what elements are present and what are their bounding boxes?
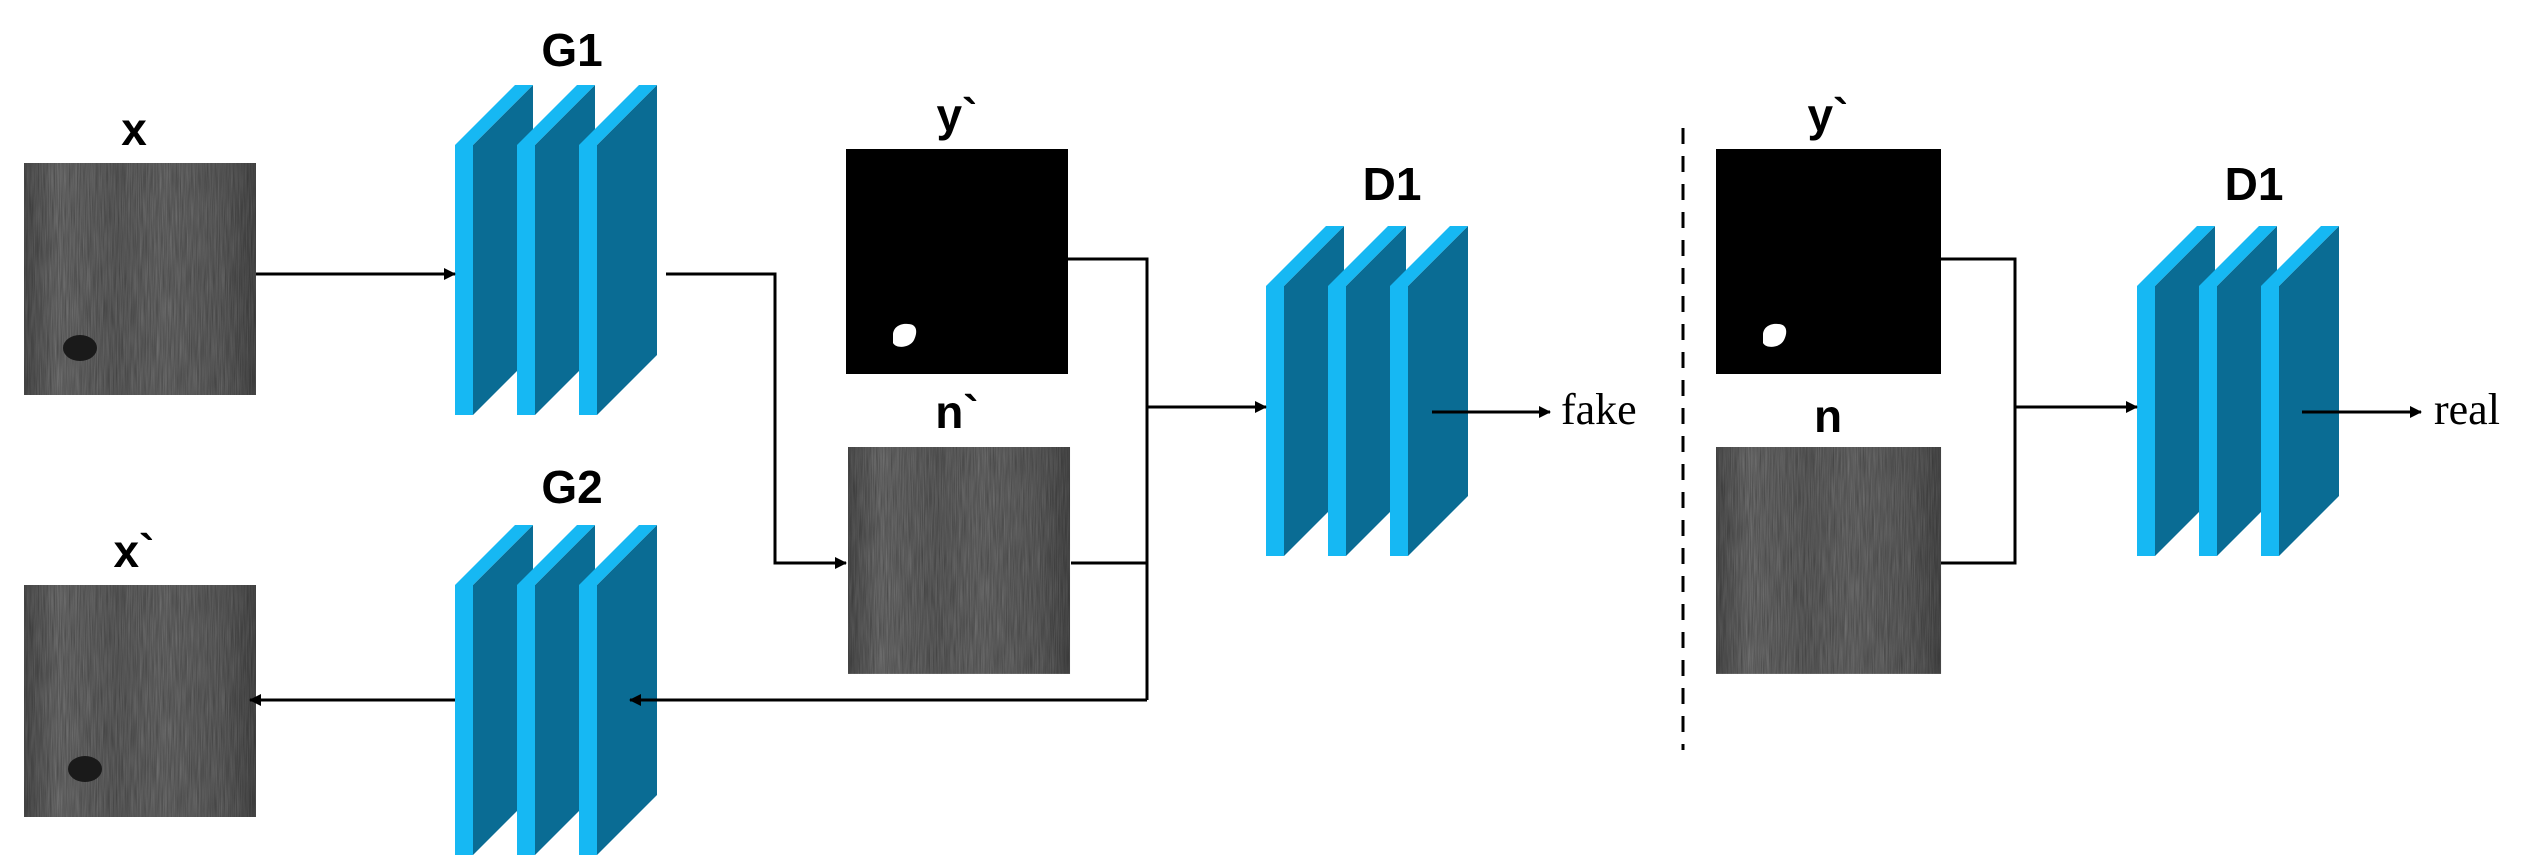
- defect-spot: [68, 756, 102, 782]
- discriminator-d1-left: [1266, 226, 1468, 556]
- generator-g2: [455, 525, 657, 855]
- mask-y-prime-right: [1716, 149, 1941, 374]
- arrow-g1-to-n-prime: [666, 272, 847, 569]
- label-x: x: [121, 103, 147, 155]
- label-g1: G1: [541, 24, 602, 76]
- line-y-prime-to-junction-right: [1941, 257, 2017, 565]
- mask-y-prime-left: [846, 149, 1068, 374]
- output-real: real: [2434, 385, 2500, 434]
- label-x-prime: x`: [114, 525, 155, 577]
- discriminator-d1-right: [2137, 226, 2339, 556]
- label-y-prime-right: y`: [1808, 89, 1849, 141]
- label-d1-right: D1: [2225, 158, 2284, 210]
- label-d1-left: D1: [1363, 158, 1422, 210]
- line-y-prime-to-junction: [1068, 257, 1149, 700]
- label-g2: G2: [541, 461, 602, 513]
- image-x: [24, 163, 256, 395]
- generator-g1: [455, 85, 657, 415]
- connectors-right: [1941, 257, 2422, 565]
- image-n: [1716, 447, 1941, 674]
- mask-blob: [1763, 323, 1787, 347]
- mask-blob: [893, 323, 917, 347]
- label-y-prime-left: y`: [937, 89, 978, 141]
- image-x-prime: [24, 585, 256, 817]
- output-fake: fake: [1561, 385, 1637, 434]
- label-n-prime: n`: [935, 386, 978, 438]
- connectors-left: [249, 257, 1551, 706]
- image-n-prime: [848, 447, 1070, 674]
- defect-spot: [63, 335, 97, 361]
- label-n: n: [1814, 390, 1842, 442]
